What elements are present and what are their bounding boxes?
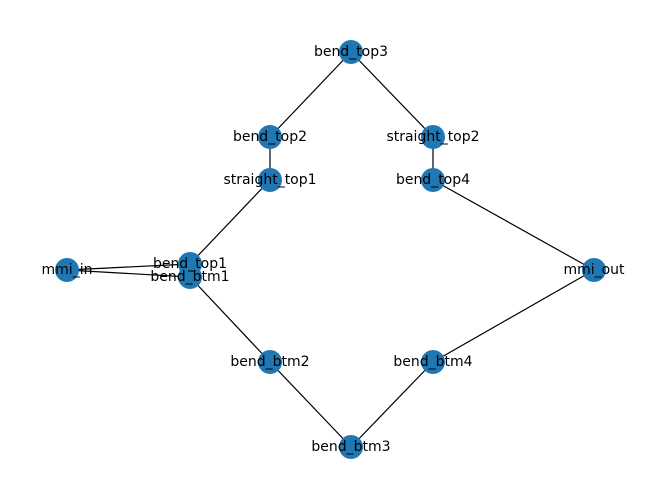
edge-bend_top1-straight_top1	[189, 179, 271, 265]
node-label-bend_btm1: bend_btm1	[150, 269, 229, 285]
node-label-straight_top1: straight_top1	[223, 172, 316, 188]
edge-bend_btm2-bend_btm3	[269, 361, 352, 448]
edge-bend_btm3-bend_btm4	[350, 361, 434, 448]
node-straight_top1	[258, 168, 282, 192]
node-label-bend_btm2: bend_btm2	[230, 354, 309, 370]
node-mmi_in	[55, 258, 79, 282]
node-label-straight_top2: straight_top2	[386, 129, 479, 145]
edge-mmi_in-bend_btm1	[66, 269, 191, 278]
edge-bend_top3-straight_top2	[350, 51, 434, 138]
graph-nodes	[55, 40, 606, 459]
node-straight_top2	[421, 125, 445, 149]
node-bend_top4	[421, 168, 445, 192]
node-bend_btm2	[258, 350, 282, 374]
node-bend_btm3	[339, 435, 363, 459]
node-label-bend_btm4: bend_btm4	[393, 354, 472, 370]
node-bend_top2	[258, 125, 282, 149]
edge-bend_top4-mmi_out	[432, 179, 595, 271]
node-label-bend_top1: bend_top1	[153, 256, 227, 272]
node-mmi_out	[582, 258, 606, 282]
node-bend_btm1	[178, 265, 202, 289]
node-label-bend_top3: bend_top3	[314, 44, 388, 60]
node-bend_btm4	[421, 350, 445, 374]
edge-bend_btm4-mmi_out	[432, 269, 595, 363]
node-label-bend_top2: bend_top2	[233, 129, 307, 145]
node-bend_top3	[339, 40, 363, 64]
edge-bend_top2-bend_top3	[269, 51, 352, 138]
node-label-mmi_in: mmi_in	[42, 262, 93, 278]
node-label-bend_top4: bend_top4	[396, 172, 470, 188]
edge-mmi_in-bend_top1	[66, 263, 191, 271]
graph-edges	[66, 51, 595, 448]
node-label-mmi_out: mmi_out	[563, 262, 625, 278]
edge-bend_btm1-bend_btm2	[189, 276, 271, 363]
node-label-bend_btm3: bend_btm3	[311, 439, 390, 455]
